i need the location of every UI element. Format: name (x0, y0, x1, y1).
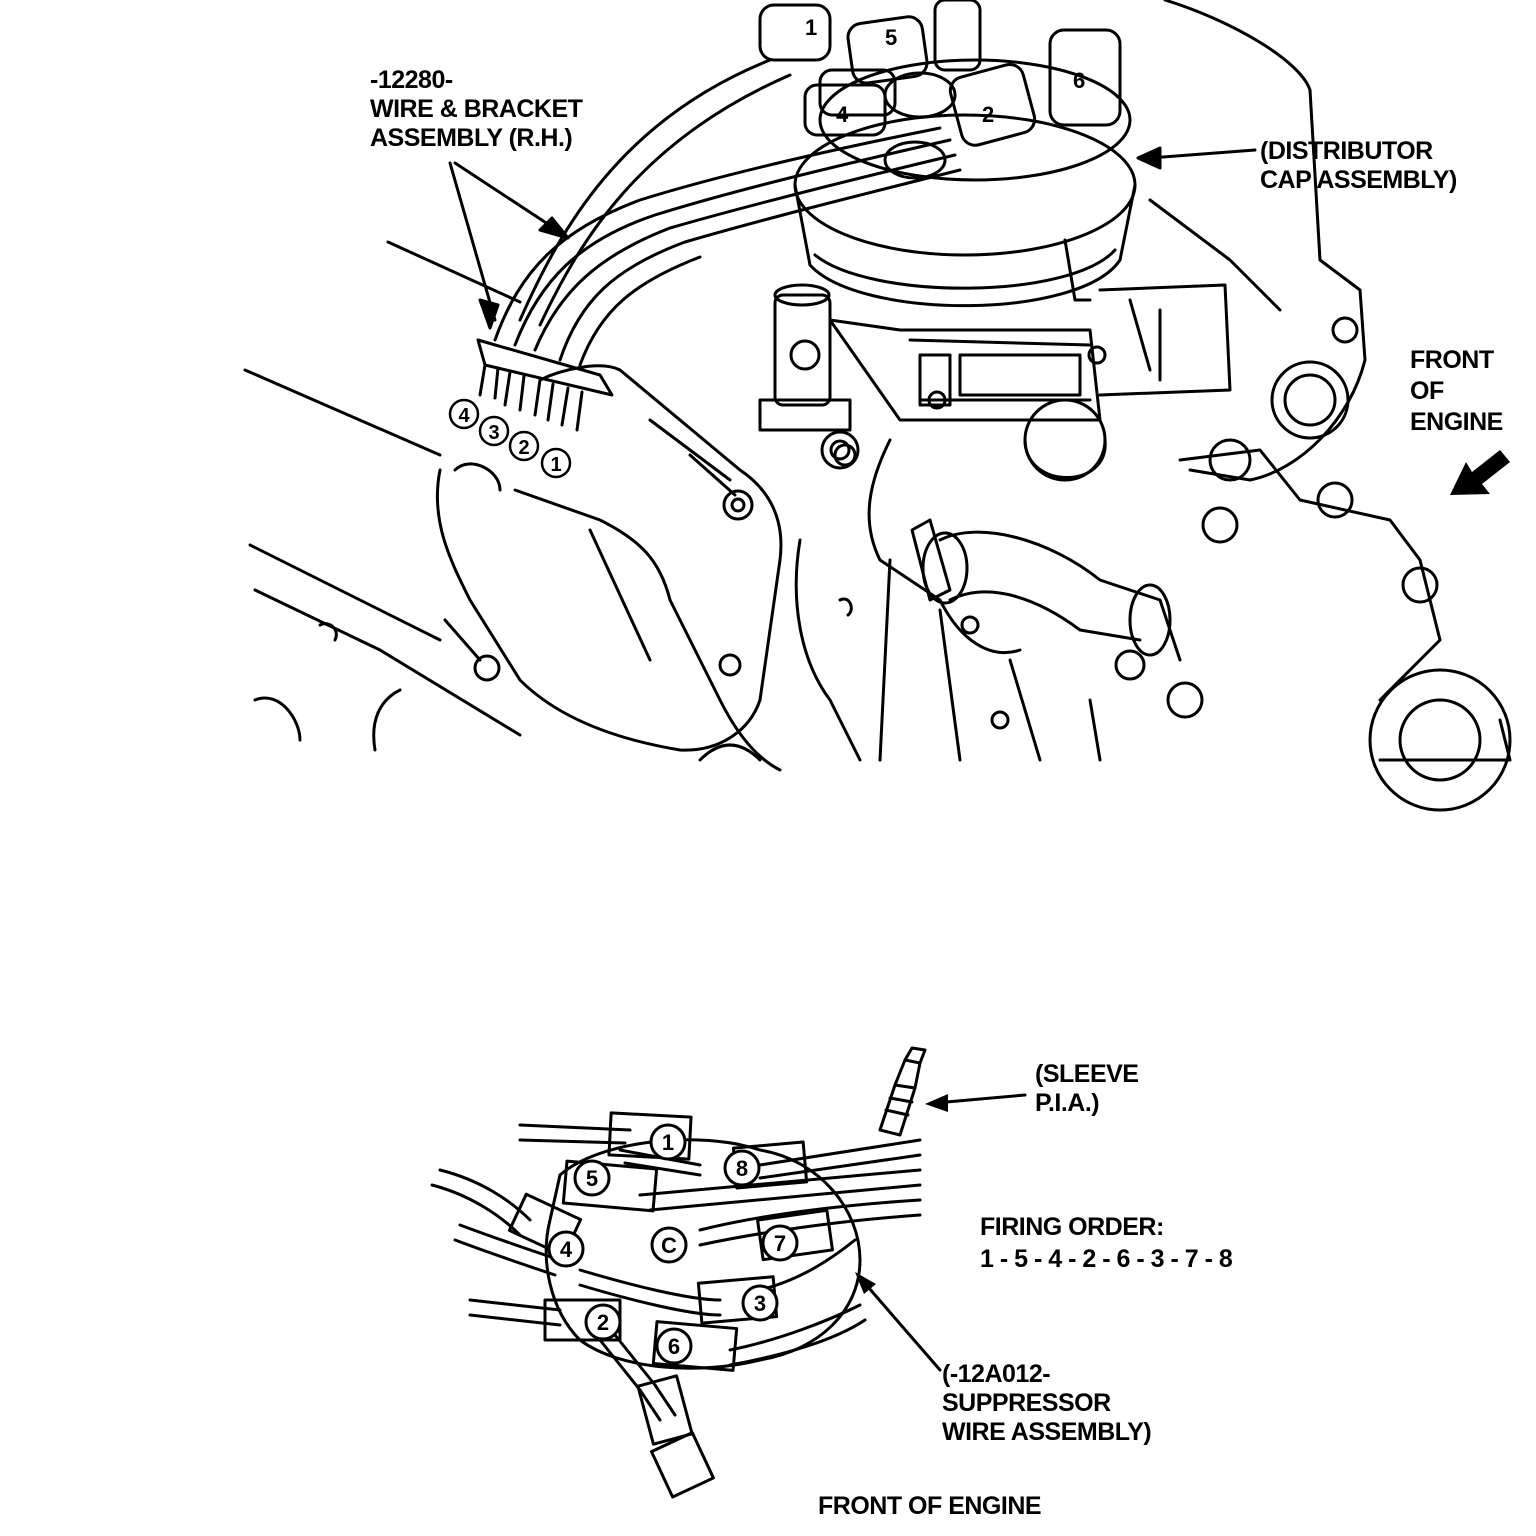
front-arrow-icon (1450, 450, 1510, 495)
svg-text:4: 4 (560, 1237, 573, 1262)
thermostat-housing (820, 398, 1107, 655)
suppressor-arrow-head (855, 1272, 876, 1294)
label-line: ASSEMBLY (R.H.) (370, 124, 573, 152)
label-line: (SLEEVE (1035, 1060, 1139, 1088)
manifold-runner (253, 688, 402, 752)
label-line: CAP ASSEMBLY) (1260, 166, 1457, 194)
engine-front-bracket (1148, 0, 1367, 482)
svg-text:5: 5 (586, 1166, 598, 1191)
label-line: SUPPRESSOR (942, 1389, 1111, 1417)
bracket-number: 1 (540, 447, 572, 479)
svg-text:8: 8 (736, 1156, 748, 1181)
suppressor-wire-label: (-12A012- SUPPRESSOR WIRE ASSEMBLY) (942, 1360, 1152, 1447)
engine-block-lower (698, 538, 1102, 762)
bracket-number: 2 (508, 430, 540, 462)
suppressor-leader (860, 1278, 942, 1372)
valve-cover-bolts (318, 443, 1010, 730)
tower-number: 4 (836, 102, 849, 127)
label-line: OF (1410, 377, 1444, 405)
svg-text:2: 2 (518, 437, 529, 459)
firing-order-sequence: 1 - 5 - 4 - 2 - 6 - 3 - 7 - 8 (980, 1245, 1233, 1273)
terminal-7: 7 (761, 1224, 799, 1262)
svg-text:7: 7 (774, 1231, 786, 1256)
terminal-2: 2 (584, 1303, 622, 1341)
svg-text:6: 6 (668, 1334, 680, 1359)
tower-number: 1 (805, 15, 817, 40)
tower-number: 6 (1073, 68, 1085, 93)
label-line: WIRE ASSEMBLY) (942, 1418, 1152, 1446)
cap-terminals: 1 8 5 4 C 7 3 2 (547, 1123, 799, 1365)
sleeve-arrow-head (925, 1094, 948, 1112)
terminal-boots (507, 1046, 927, 1499)
label-line: ENGINE (1410, 408, 1503, 436)
svg-text:2: 2 (597, 1310, 609, 1335)
label-line: FRONT OF ENGINE (818, 1492, 1042, 1520)
terminal-1: 1 (649, 1123, 687, 1161)
intake-lower-edge (248, 543, 522, 737)
distributor-cap-top-view (430, 1046, 1027, 1499)
bracket-arrow-head (478, 298, 500, 330)
svg-text:1: 1 (550, 454, 561, 476)
terminal-5: 5 (573, 1159, 611, 1197)
wire-arrow-head (538, 216, 570, 240)
valve-cover-inner (588, 418, 732, 662)
label-line: (-12A012- (942, 1360, 1051, 1388)
label-line: -12280- (370, 66, 453, 94)
front-of-engine-bottom-label: FRONT OF ENGINE (818, 1492, 1042, 1521)
tower-number: 5 (885, 25, 897, 50)
distributor-cap (758, 0, 1137, 308)
label-line: WIRE & BRACKET (370, 95, 583, 123)
bracket-number: 3 (478, 415, 510, 447)
svg-text:C: C (661, 1233, 677, 1258)
engine-top-view (243, 0, 1512, 812)
tower-number: 2 (982, 102, 994, 127)
front-of-engine-label: FRONT OF ENGINE (1410, 345, 1503, 438)
cap-arrow-head (1136, 146, 1162, 170)
sleeve-label: (SLEEVE P.I.A.) (1035, 1060, 1139, 1118)
terminal-8: 8 (723, 1149, 761, 1187)
label-line: FRONT (1410, 346, 1494, 374)
distributor-body (828, 238, 1232, 422)
oil-sender (758, 283, 852, 432)
svg-text:3: 3 (488, 422, 499, 444)
fender-line (386, 240, 522, 304)
svg-text:3: 3 (754, 1291, 766, 1316)
label-line: (DISTRIBUTOR (1260, 137, 1433, 165)
terminal-6: 6 (655, 1327, 693, 1365)
firing-order-title: FIRING ORDER: (980, 1213, 1164, 1241)
wire-bracket-label: -12280- WIRE & BRACKET ASSEMBLY (R.H.) (370, 66, 583, 153)
valve-cover-body (435, 364, 783, 752)
suppressor-wires (430, 1123, 922, 1422)
bracket-number: 4 (448, 398, 480, 430)
label-line: P.I.A.) (1035, 1089, 1100, 1117)
svg-text:4: 4 (458, 405, 470, 427)
firing-order-block: FIRING ORDER: 1 - 5 - 4 - 2 - 6 - 3 - 7 … (980, 1211, 1233, 1275)
top-leader-lines (448, 148, 1257, 322)
wire-bracket (476, 338, 614, 432)
radiator-hose (910, 518, 1182, 662)
cap-outline (544, 1138, 862, 1370)
terminal-4: 4 (547, 1230, 585, 1268)
terminal-3: 3 (741, 1284, 779, 1322)
cap-tower-numbers: 1 5 6 4 2 (805, 15, 1085, 127)
valve-cover-outline (243, 368, 782, 772)
sleeve-leader (933, 1093, 1027, 1105)
bracket-numbers: 4 3 2 1 (448, 398, 572, 479)
terminal-center: C (650, 1226, 688, 1264)
svg-text:1: 1 (662, 1130, 674, 1155)
distributor-cap-label: (DISTRIBUTOR CAP ASSEMBLY) (1260, 137, 1457, 195)
water-pump (1114, 438, 1512, 812)
wire-harness-rh (493, 58, 962, 367)
